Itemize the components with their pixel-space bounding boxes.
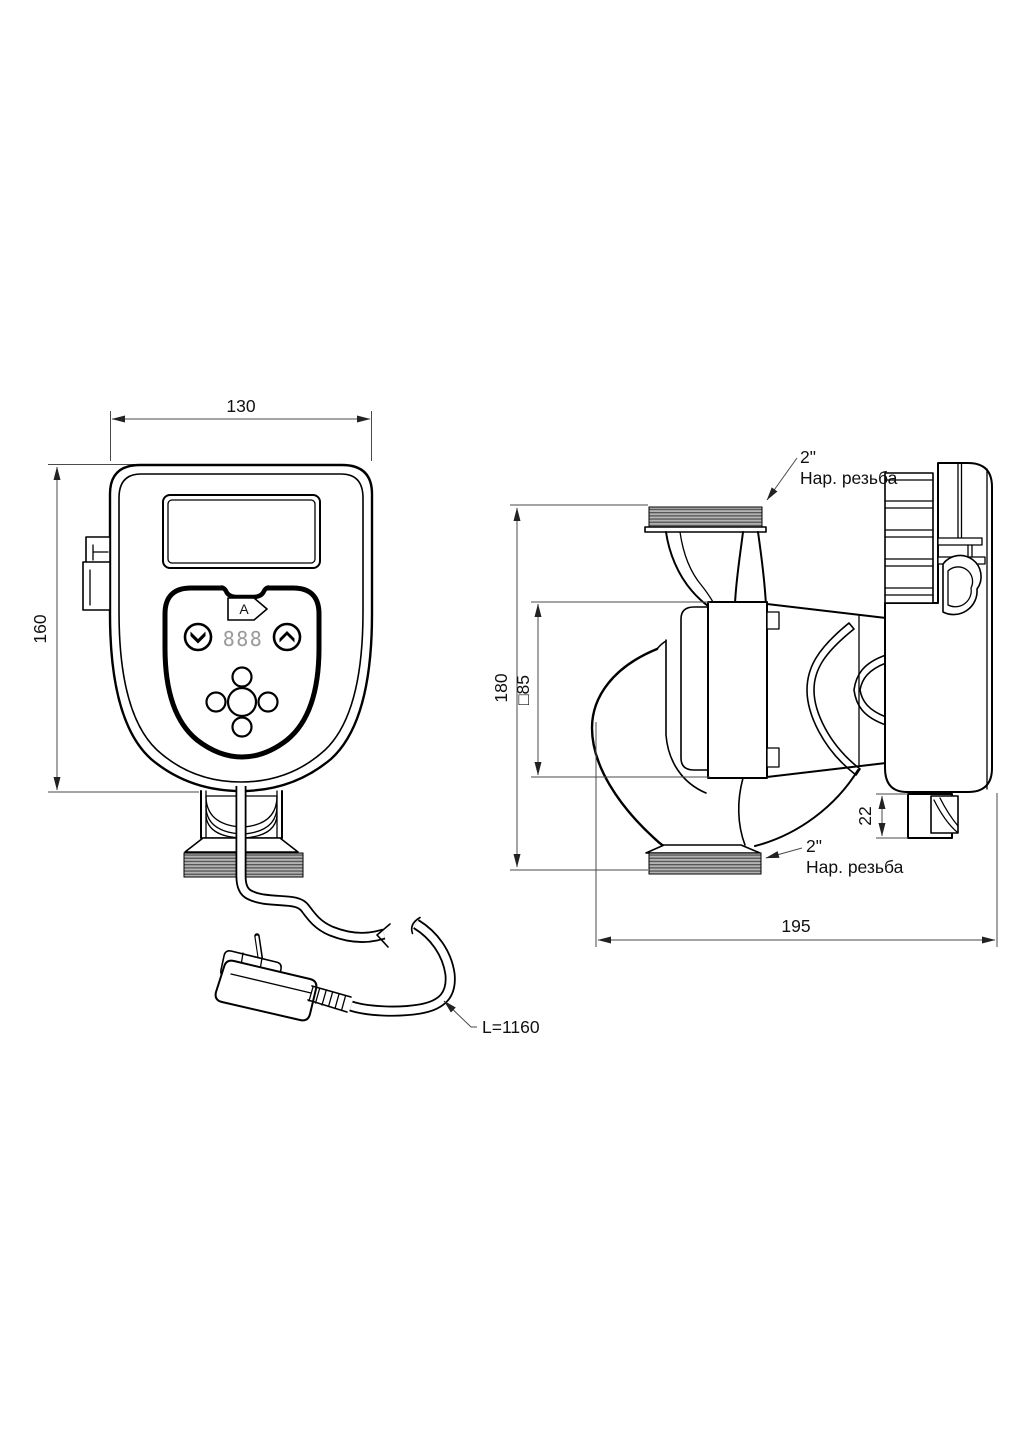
dimension-gland-22: 22 <box>855 793 908 839</box>
dim-width-label: 130 <box>226 396 255 416</box>
top-port-callout: 2" Нар. резьба <box>766 447 898 501</box>
chevron-down-icon <box>190 631 206 644</box>
volute-top-neck <box>665 531 767 607</box>
control-panel: A 888 <box>162 584 322 760</box>
button-left[interactable] <box>205 691 227 713</box>
union-flange-bottom <box>645 844 761 854</box>
cable-length-label: L=1160 <box>482 1017 540 1037</box>
pump-head-lens <box>853 654 887 726</box>
pump-body-inner-line <box>118 473 364 783</box>
down-button[interactable] <box>183 622 213 652</box>
mode-flag: A <box>227 597 268 621</box>
bottom-port-size-label: 2" <box>806 836 822 856</box>
cable-length-callout: L=1160 <box>443 1000 540 1037</box>
strain-relief <box>307 985 352 1013</box>
cable-and-plug: L=1160 <box>214 916 540 1037</box>
leader-line <box>766 457 798 501</box>
cable-break-symbol <box>410 916 421 935</box>
cable-break-symbol <box>376 923 391 948</box>
dimension-length-195: 195 <box>595 722 998 947</box>
bottom-port-thread-label: Нар. резьба <box>806 857 904 877</box>
dimension-height-180: 180 <box>491 504 648 871</box>
clip-bracket <box>937 537 983 546</box>
panel-outline <box>162 585 322 760</box>
front-view: 130 160 A <box>30 396 391 948</box>
heatsink-fins <box>884 472 934 604</box>
motor-body <box>680 601 887 779</box>
chevron-up-icon <box>279 631 295 643</box>
top-port-size-label: 2" <box>800 447 816 467</box>
dim-85-label: □85 <box>513 675 533 705</box>
mode-flag-label: A <box>239 601 249 617</box>
panel-notch <box>220 585 270 600</box>
cable-gland <box>907 793 959 839</box>
button-right[interactable] <box>257 691 279 713</box>
dim-195-label: 195 <box>781 916 810 936</box>
segment-display-digits: 888 <box>223 627 264 651</box>
notch-mask <box>223 584 267 592</box>
power-plug <box>214 959 318 1022</box>
mounting-tab <box>82 536 111 611</box>
dimension-width-130: 130 <box>110 396 372 461</box>
leader-line <box>765 847 803 859</box>
dim-22-label: 22 <box>855 806 875 825</box>
threaded-port-top <box>644 506 767 533</box>
leader-line <box>443 1000 477 1028</box>
power-cable-upper <box>235 786 391 948</box>
side-view: 180 □85 22 195 2" Нар. резьба <box>491 447 998 947</box>
threaded-port-bottom <box>648 852 762 875</box>
fin-lines <box>884 479 934 596</box>
motor-tab <box>766 611 780 630</box>
pump-body-outline <box>108 463 374 793</box>
dimension-motor-85: □85 <box>513 601 710 778</box>
button-top[interactable] <box>231 666 253 688</box>
dim-180-label: 180 <box>491 673 511 702</box>
box-rib <box>957 462 963 539</box>
button-center[interactable] <box>226 686 258 718</box>
button-bottom[interactable] <box>231 716 253 738</box>
bottom-port-callout: 2" Нар. резьба <box>765 836 904 877</box>
lcd-display <box>162 494 321 569</box>
pump-head-cone <box>766 603 887 778</box>
pump-head-crescent <box>806 622 861 776</box>
dim-height-label: 160 <box>30 614 50 643</box>
cable-clip <box>942 554 982 616</box>
top-port-thread-label: Нар. резьба <box>800 468 898 488</box>
up-button[interactable] <box>272 622 302 652</box>
power-cable-lower <box>349 916 456 1017</box>
control-box <box>884 462 993 839</box>
dimension-height-160: 160 <box>30 464 199 793</box>
motor-tab <box>766 747 780 768</box>
